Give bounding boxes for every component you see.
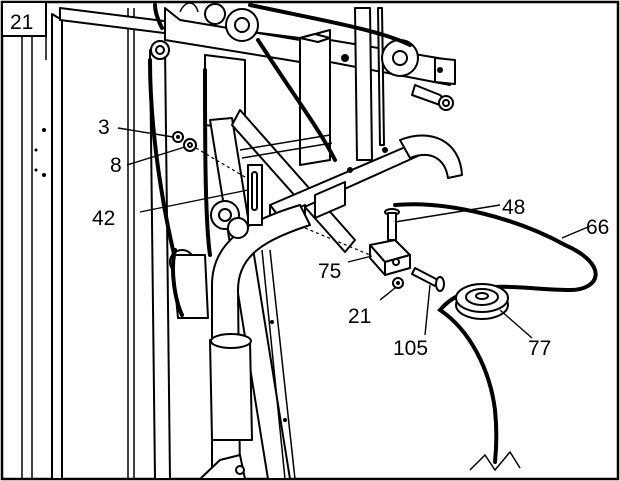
callout-48: 48 <box>502 196 525 219</box>
nut-part-3 <box>172 131 184 143</box>
callout-3: 3 <box>98 116 110 139</box>
nut-part-21 <box>392 277 404 289</box>
bracket-part-75 <box>369 239 411 276</box>
cable-part-66 <box>393 202 598 464</box>
left-upright-frame <box>21 13 63 480</box>
callout-42: 42 <box>92 207 115 230</box>
callout-75: 75 <box>318 260 341 283</box>
washer-part-8 <box>183 138 197 152</box>
bolt-part-105 <box>411 267 445 292</box>
callout-105: 105 <box>393 337 428 360</box>
callout-21: 21 <box>348 305 371 328</box>
step-number-box: 21 <box>1 1 47 37</box>
slot-plate-part-42 <box>247 164 263 226</box>
pulley-part-77 <box>455 283 509 320</box>
curved-frame-tube <box>209 204 311 480</box>
assembly-axis-upper <box>195 147 251 181</box>
step-number: 21 <box>10 11 33 34</box>
top-pulleys <box>179 2 454 111</box>
bolt-part-48 <box>384 208 400 241</box>
callout-8: 8 <box>110 154 122 177</box>
cable-end-break <box>469 450 521 472</box>
callout-77: 77 <box>528 337 551 360</box>
lower-pulleys <box>169 200 249 319</box>
bottom-bracket <box>199 454 246 480</box>
callout-66: 66 <box>586 216 609 239</box>
leader-lines <box>117 127 589 339</box>
